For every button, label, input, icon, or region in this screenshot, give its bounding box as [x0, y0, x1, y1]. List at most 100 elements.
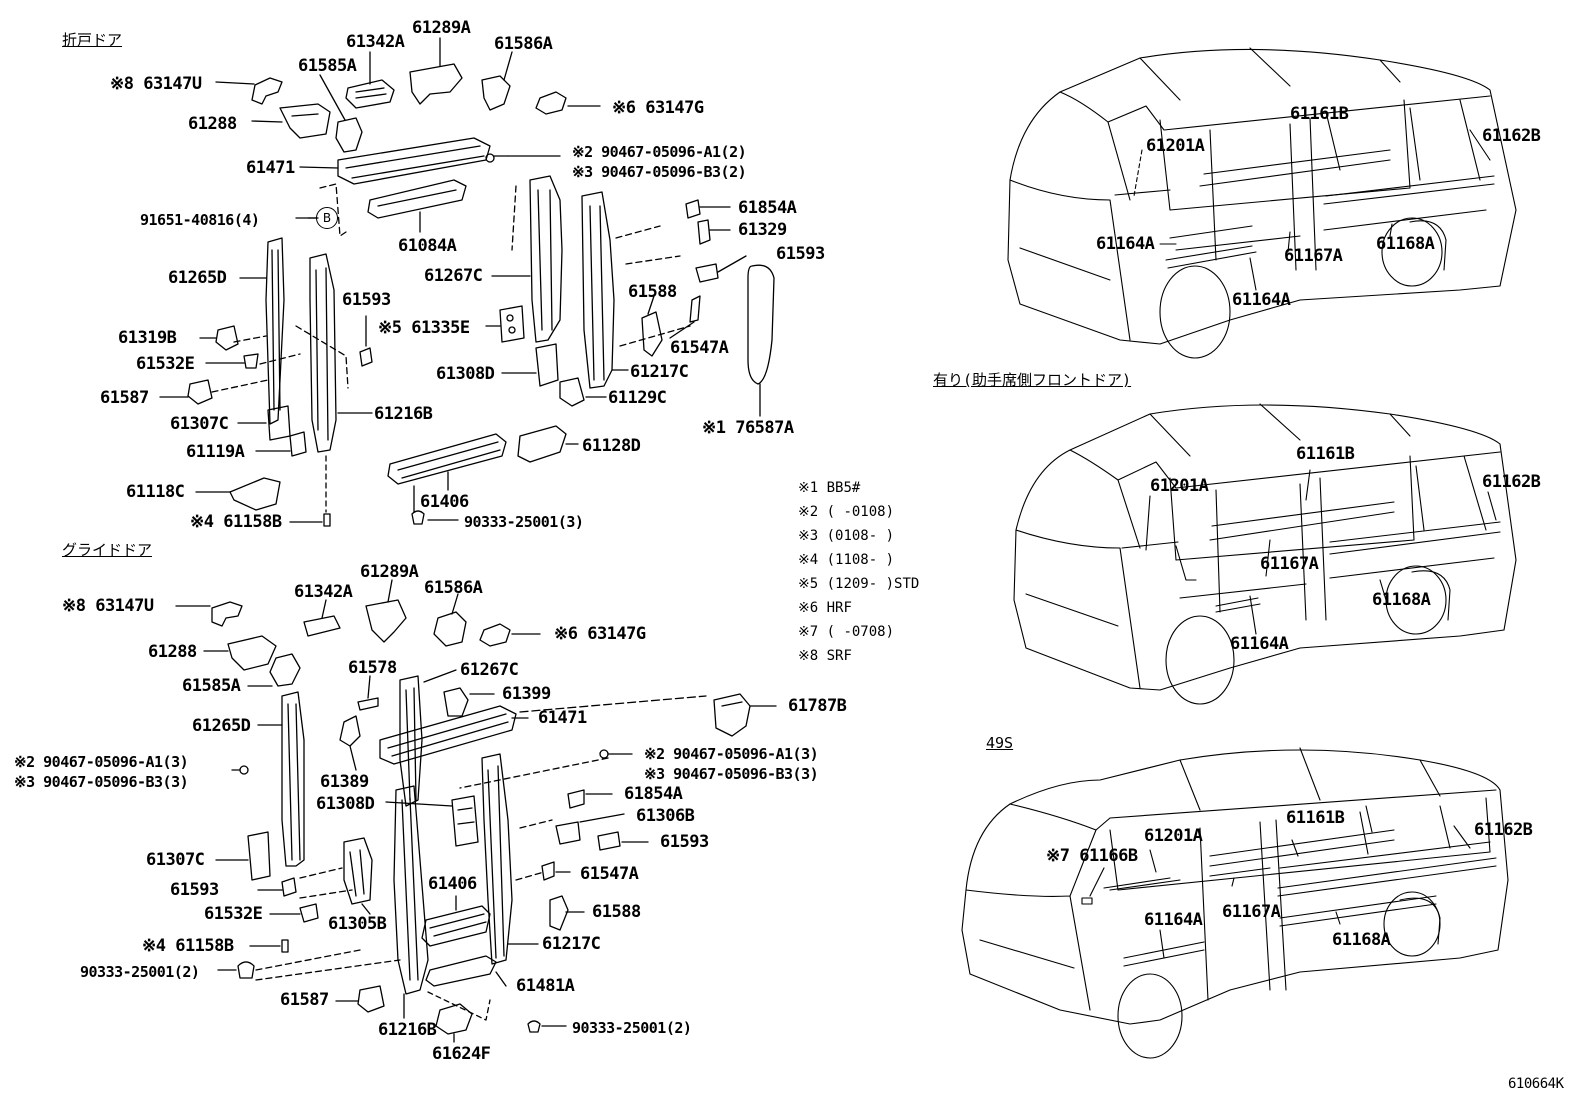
part-label[interactable]: 61532E [136, 354, 195, 374]
part-label[interactable]: 61164A [1232, 290, 1291, 310]
part-label[interactable]: 61342A [294, 582, 353, 602]
part-label[interactable]: 90333-25001(2) [572, 1019, 692, 1037]
part-label[interactable]: 61305B [328, 914, 387, 934]
part-label[interactable]: 61307C [170, 414, 229, 434]
part-label[interactable]: 61587 [100, 388, 149, 408]
reference-circle-b: B [316, 207, 338, 229]
part-label[interactable]: ※2 90467-05096-A1(3) [644, 745, 819, 763]
part-label[interactable]: 61161B [1296, 444, 1355, 464]
part-label[interactable]: 61585A [182, 676, 241, 696]
part-label[interactable]: 61201A [1144, 826, 1203, 846]
part-label[interactable]: 61167A [1284, 246, 1343, 266]
folding-door-parts-art [159, 37, 775, 527]
part-label[interactable]: 61481A [516, 976, 575, 996]
part-label[interactable]: 61164A [1096, 234, 1155, 254]
part-label[interactable]: 61162B [1474, 820, 1533, 840]
part-label[interactable]: 61471 [538, 708, 587, 728]
part-label[interactable]: 61306B [636, 806, 695, 826]
part-label[interactable]: ※5 61335E [378, 318, 470, 338]
part-label[interactable]: 61201A [1146, 136, 1205, 156]
part-label[interactable]: 61399 [502, 684, 551, 704]
part-label[interactable]: 61162B [1482, 472, 1541, 492]
part-label[interactable]: 61288 [188, 114, 237, 134]
part-label[interactable]: 61216B [378, 1020, 437, 1040]
part-label[interactable]: 61288 [148, 642, 197, 662]
part-label[interactable]: ※2 90467-05096-A1(3) [14, 753, 189, 771]
part-label[interactable]: 61586A [494, 34, 553, 54]
part-label[interactable]: 61216B [374, 404, 433, 424]
van-3-art [961, 747, 1509, 1059]
part-label[interactable]: 61307C [146, 850, 205, 870]
part-label[interactable]: 61586A [424, 578, 483, 598]
part-label[interactable]: 61084A [398, 236, 457, 256]
part-label[interactable]: 61161B [1286, 808, 1345, 828]
part-label[interactable]: 61162B [1482, 126, 1541, 146]
part-label[interactable]: ※4 61158B [190, 512, 282, 532]
part-label[interactable]: 91651-40816(4) [140, 211, 260, 229]
part-label[interactable]: 61593 [170, 880, 219, 900]
part-label[interactable]: 61854A [624, 784, 683, 804]
part-label[interactable]: ※3 90467-05096-B3(3) [14, 773, 189, 791]
part-label[interactable]: 61119A [186, 442, 245, 462]
part-label[interactable]: 61532E [204, 904, 263, 924]
part-label[interactable]: ※7 61166B [1046, 846, 1138, 866]
part-label[interactable]: 61289A [360, 562, 419, 582]
part-label[interactable]: 61167A [1222, 902, 1281, 922]
part-label[interactable]: 61308D [436, 364, 495, 384]
part-label[interactable]: ※6 63147G [554, 624, 646, 644]
part-label[interactable]: 61201A [1150, 476, 1209, 496]
part-label[interactable]: 61787B [788, 696, 847, 716]
part-label[interactable]: 61265D [168, 268, 227, 288]
part-label[interactable]: 61588 [592, 902, 641, 922]
part-label[interactable]: 61168A [1332, 930, 1391, 950]
part-label[interactable]: 61161B [1290, 104, 1349, 124]
part-label[interactable]: 61578 [348, 658, 397, 678]
part-label[interactable]: 61319B [118, 328, 177, 348]
legend-item: ※3 (0108- ) [798, 528, 895, 544]
part-label[interactable]: 61267C [424, 266, 483, 286]
part-label[interactable]: ※3 90467-05096-B3(2) [572, 163, 747, 181]
part-label[interactable]: 61342A [346, 32, 405, 52]
part-label[interactable]: 90333-25001(2) [80, 963, 200, 981]
part-label[interactable]: 61308D [316, 794, 375, 814]
part-label[interactable]: 61164A [1144, 910, 1203, 930]
part-label[interactable]: 61587 [280, 990, 329, 1010]
part-label[interactable]: ※8 63147U [110, 74, 202, 94]
glide-door-parts-art [175, 579, 777, 1043]
van-2-art [1013, 403, 1517, 705]
part-label[interactable]: 61168A [1376, 234, 1435, 254]
part-label[interactable]: 61118C [126, 482, 185, 502]
part-label[interactable]: ※6 63147G [612, 98, 704, 118]
part-label[interactable]: ※1 76587A [702, 418, 794, 438]
part-label[interactable]: 61265D [192, 716, 251, 736]
part-label[interactable]: 61267C [460, 660, 519, 680]
part-label[interactable]: 61593 [660, 832, 709, 852]
part-label[interactable]: ※8 63147U [62, 596, 154, 616]
part-label[interactable]: 61547A [580, 864, 639, 884]
part-label[interactable]: 61168A [1372, 590, 1431, 610]
part-label[interactable]: 61128D [582, 436, 641, 456]
legend-item: ※7 ( -0708) [798, 624, 895, 640]
part-label[interactable]: 61389 [320, 772, 369, 792]
part-label[interactable]: ※2 90467-05096-A1(2) [572, 143, 747, 161]
part-label[interactable]: 61547A [670, 338, 729, 358]
part-label[interactable]: 61217C [630, 362, 689, 382]
part-label[interactable]: 61164A [1230, 634, 1289, 654]
part-label[interactable]: 61406 [428, 874, 477, 894]
part-label[interactable]: 61129C [608, 388, 667, 408]
part-label[interactable]: 61593 [776, 244, 825, 264]
part-label[interactable]: 61167A [1260, 554, 1319, 574]
part-label[interactable]: 90333-25001(3) [464, 513, 584, 531]
part-label[interactable]: 61329 [738, 220, 787, 240]
part-label[interactable]: 61406 [420, 492, 469, 512]
part-label[interactable]: 61624F [432, 1044, 491, 1064]
part-label[interactable]: 61854A [738, 198, 797, 218]
part-label[interactable]: ※3 90467-05096-B3(3) [644, 765, 819, 783]
part-label[interactable]: 61585A [298, 56, 357, 76]
part-label[interactable]: 61217C [542, 934, 601, 954]
part-label[interactable]: 61471 [246, 158, 295, 178]
part-label[interactable]: 61588 [628, 282, 677, 302]
part-label[interactable]: 61289A [412, 18, 471, 38]
part-label[interactable]: 61593 [342, 290, 391, 310]
part-label[interactable]: ※4 61158B [142, 936, 234, 956]
